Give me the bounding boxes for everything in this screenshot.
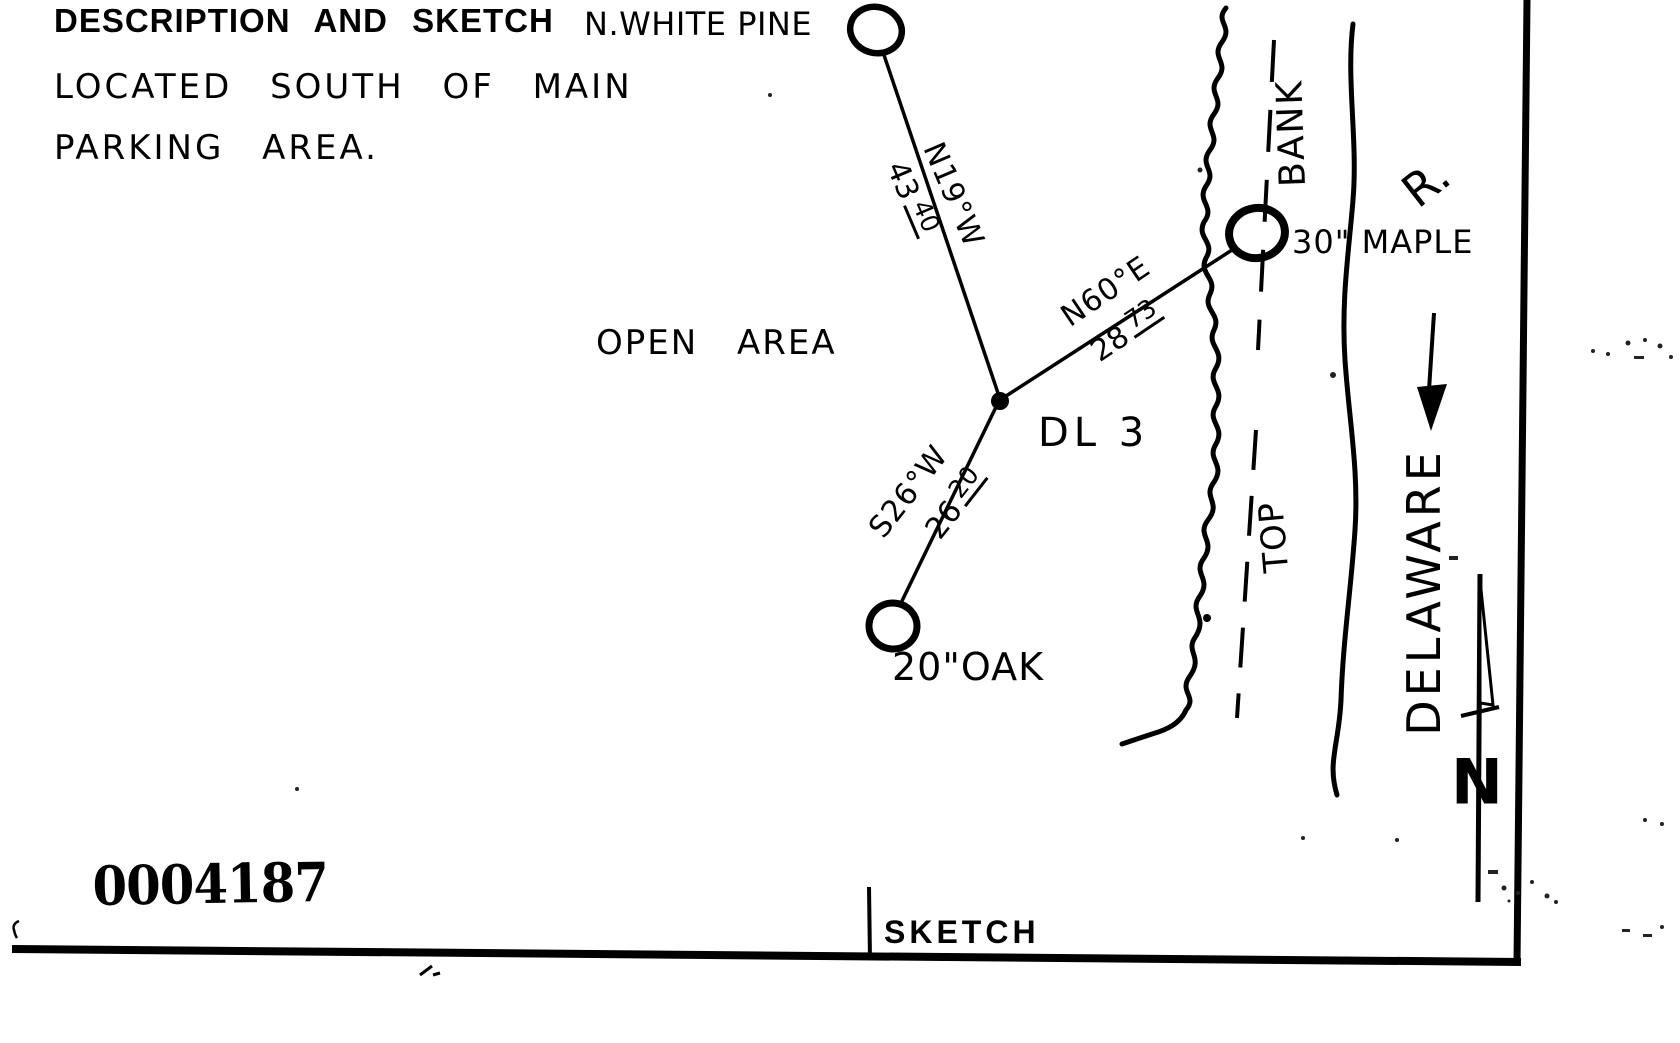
tie-line-to-white-pine (882, 54, 1002, 400)
serial-number-stamp: 0004187 (91, 849, 329, 918)
oak-tree-symbol (865, 599, 921, 653)
open-area-label: OPEN AREA (596, 323, 837, 363)
river-edge-line (1330, 21, 1359, 798)
river-bank-squiggle-line (1119, 5, 1229, 747)
top-of-bank-label: TOP (1251, 499, 1298, 575)
frame-bottom-border (11, 945, 1522, 966)
white-pine-tree-symbol (846, 3, 906, 57)
north-arrow-flag (1478, 579, 1495, 707)
station-point-dl3 (991, 392, 1009, 410)
maple-tree-symbol (1225, 203, 1289, 263)
river-flow-arrow-shaft (1427, 312, 1436, 391)
footer-divider-line (867, 886, 872, 961)
oak-label: 20"OAK (892, 645, 1044, 689)
top-of-bank-dashed-line-lower (1235, 429, 1258, 719)
location-description-line-1: LOCATED SOUTH OF MAIN (54, 67, 633, 107)
north-arrow-letter: N (1451, 745, 1503, 819)
frame-right-border (1513, 0, 1531, 964)
top-of-bank-dashed-line-upper (1256, 39, 1276, 351)
white-pine-label: N.WHITE PINE (584, 5, 813, 43)
section-heading: DESCRIPTION AND SKETCH (54, 2, 554, 39)
location-description-line-2: PARKING AREA. (54, 128, 379, 168)
sketch-section-label: SKETCH (884, 914, 1040, 950)
north-arrow (1460, 573, 1500, 903)
tie-line-to-oak (899, 404, 999, 604)
tie-line-to-maple (1002, 248, 1233, 400)
delaware-river-name: DELAWARE (1396, 448, 1451, 736)
north-arrow-crossbar (1460, 705, 1500, 718)
river-flow-arrow-head (1417, 384, 1447, 431)
scan-noise-speckles (12, 93, 1673, 977)
river-flow-arrow (1417, 312, 1447, 431)
bank-line-dot (1203, 614, 1211, 622)
station-dl3-label: DL 3 (1038, 410, 1150, 456)
maple-label: 30" MAPLE (1292, 223, 1474, 261)
bank-label: BANK (1269, 78, 1314, 188)
